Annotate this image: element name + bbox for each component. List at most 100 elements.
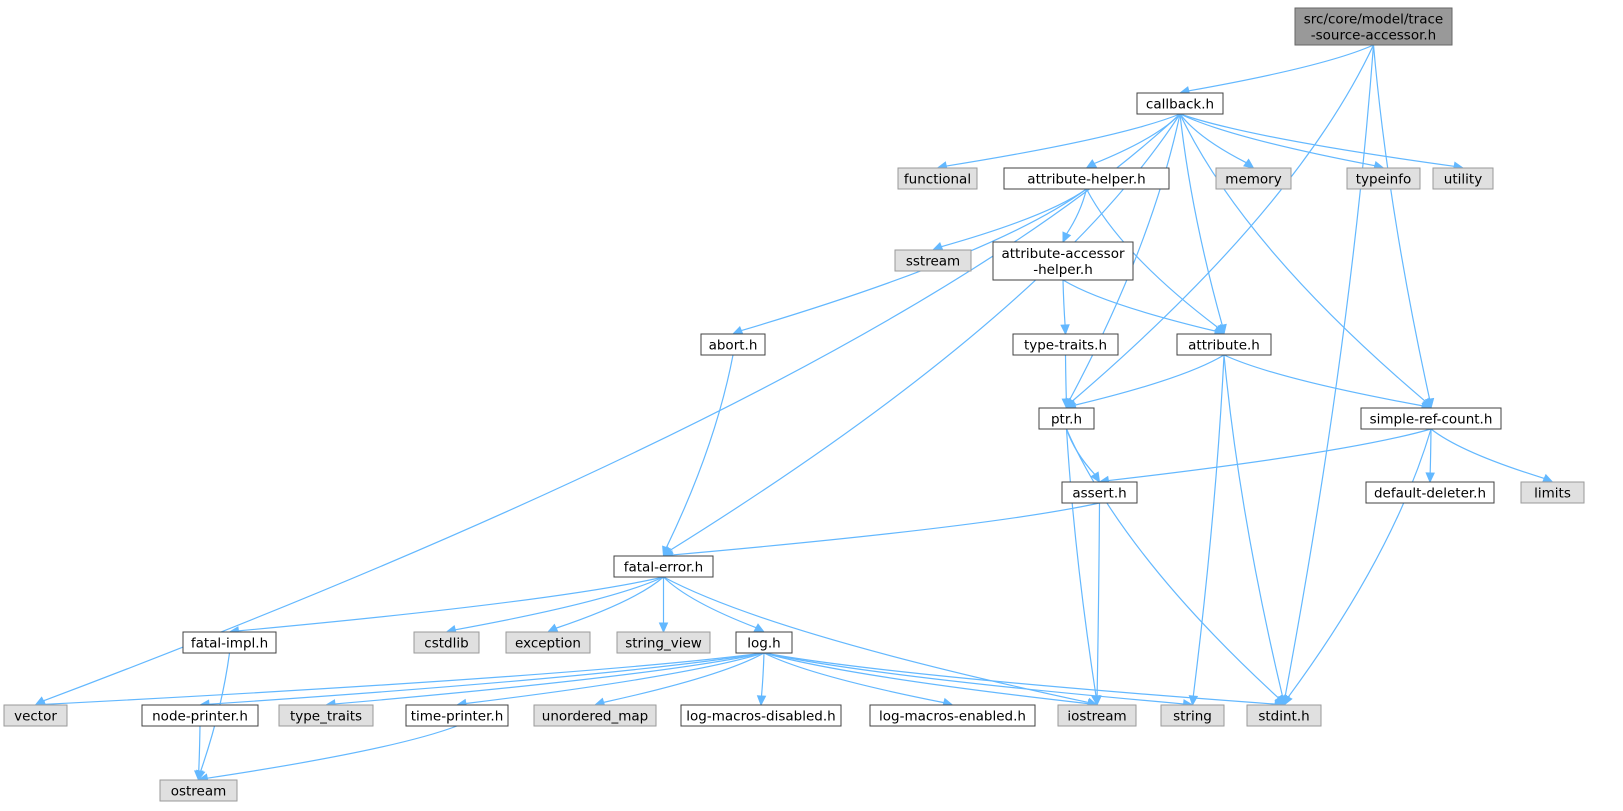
node-sstream: sstream [894,249,972,272]
edge-log-to-stdint [763,652,1286,709]
node-label: -source-accessor.h [1311,28,1436,44]
edge-line [663,576,1089,704]
node-box [897,167,978,190]
node-assert[interactable]: assert.h [1061,481,1138,504]
node-attrhelper[interactable]: attribute-helper.h [1003,167,1170,190]
node-label: string [1173,709,1212,725]
node-box [533,704,657,727]
edge-line [455,576,664,631]
edge-attribute-to-string [1188,354,1225,707]
edge-line [198,725,201,772]
node-label: attribute-accessor [1001,246,1125,262]
node-log[interactable]: log.h [735,631,793,654]
node-box [1215,167,1292,190]
edge-attrhelper-to-attraccessor [1062,188,1088,244]
edge-root-to-callback [1178,44,1374,96]
edge-log-to-vector [34,652,765,710]
edge-line [1430,428,1545,479]
edge-line [1065,428,1097,697]
node-box [182,631,277,654]
node-label: iostream [1067,709,1126,725]
node-box [1003,167,1170,190]
node-box [1365,481,1495,504]
node-nodeprinter[interactable]: node-printer.h [141,704,259,727]
node-label: time-printer.h [411,709,504,725]
node-label: assert.h [1072,486,1126,502]
node-label: fatal-error.h [624,560,704,576]
node-memory: memory [1215,167,1292,190]
edge-ptr-to-assert [1065,428,1101,484]
node-box [413,631,480,654]
node-box [278,704,374,727]
edge-line [1065,428,1279,699]
edge-line [1179,113,1223,326]
node-label: typeinfo [1356,172,1411,188]
edge-arrowhead [1061,398,1072,410]
edge-line [763,652,944,704]
edge-arrowhead [1541,473,1554,483]
node-fatalerror[interactable]: fatal-error.h [613,555,714,578]
edge-ptr-to-iostream [1065,428,1101,707]
edge-line [465,652,765,705]
node-box [1061,481,1138,504]
edge-line [1179,113,1426,402]
edge-nodeprinter-to-ostream [193,725,204,782]
node-label: log.h [747,636,780,652]
edge-line [763,652,1184,705]
node-label: cstdlib [424,636,468,652]
node-label: vector [14,709,57,725]
edge-fatalerror-to-fatalimpl [228,576,664,636]
edge-line [665,354,734,548]
edge-line [43,113,1181,702]
node-limits: limits [1520,481,1585,504]
node-box [1176,333,1272,356]
node-label: callback.h [1146,97,1214,113]
edge-log-to-logdisabled [756,652,767,707]
edge-line [1223,354,1284,697]
node-box [1360,407,1502,430]
edge-line [207,725,458,779]
node-box [1160,704,1225,727]
node-fatalimpl[interactable]: fatal-impl.h [182,631,277,654]
node-logdisabled[interactable]: log-macros-disabled.h [680,704,842,727]
node-box [992,241,1134,281]
edge-arrowhead [1283,694,1293,707]
node-callback[interactable]: callback.h [1136,92,1224,115]
node-string: string [1160,704,1225,727]
edge-line [1192,354,1225,697]
node-exception: exception [505,631,591,654]
node-box [869,704,1036,727]
edge-log-to-logenabled [763,652,954,708]
node-root[interactable]: src/core/model/trace-source-accessor.h [1294,7,1453,46]
node-ptr[interactable]: ptr.h [1038,407,1095,430]
edge-line [1071,44,1375,402]
edge-line [760,652,765,697]
node-label: utility [1444,172,1482,188]
node-box [680,704,842,727]
node-defdeleter[interactable]: default-deleter.h [1365,481,1495,504]
node-attraccessor[interactable]: attribute-accessor-helper.h [992,241,1134,281]
node-typetraitsh[interactable]: type-traits.h [1012,333,1119,356]
node-label: simple-ref-count.h [1370,412,1493,428]
edge-line [1179,113,1375,167]
edge-line [1064,354,1067,400]
node-abort[interactable]: abort.h [700,333,766,356]
node-timeprinter[interactable]: time-printer.h [405,704,509,727]
node-attribute[interactable]: attribute.h [1176,333,1272,356]
node-box [159,779,238,802]
edge-arrowhead [1425,472,1435,484]
node-label: type_traits [290,709,362,725]
edge-callback-to-utility [1179,113,1465,171]
edge-fatalerror-to-log [663,576,766,633]
node-logenabled[interactable]: log-macros-enabled.h [869,704,1036,727]
edge-callback-to-memory [1179,113,1255,169]
edge-line [1108,428,1432,482]
edge-line [1069,113,1181,400]
edge-simpleref-to-defdeleter [1425,428,1435,484]
edge-arrowhead [662,545,672,558]
node-box [1520,481,1585,504]
node-unorderedmap: unordered_map [533,704,657,727]
node-simpleref[interactable]: simple-ref-count.h [1360,407,1502,430]
node-label: log-macros-disabled.h [686,709,835,725]
